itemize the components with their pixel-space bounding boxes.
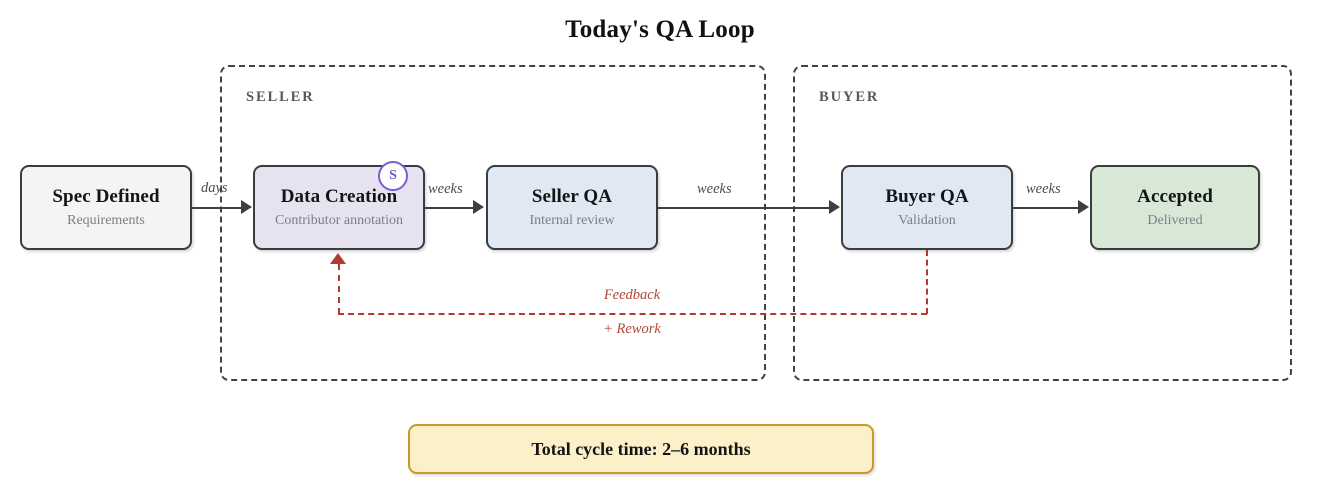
edge-sellerqa-to-buyerqa-arrow — [829, 200, 840, 214]
node-accepted-title: Accepted — [1137, 186, 1213, 208]
node-buyer-qa[interactable]: Buyer QA Validation — [841, 165, 1013, 250]
lane-seller — [220, 65, 766, 381]
feedback-horizontal — [338, 313, 927, 315]
feedback-arrow — [330, 253, 346, 264]
feedback-label-top: Feedback — [603, 287, 661, 303]
node-buyer-qa-subtitle: Validation — [898, 213, 956, 229]
edge-creation-to-sellerqa-label: weeks — [428, 181, 463, 197]
node-data-creation-title: Data Creation — [280, 186, 398, 208]
node-seller-qa-title: Seller QA — [531, 186, 613, 208]
edge-creation-to-sellerqa-arrow — [473, 200, 484, 214]
edge-spec-to-creation-label: days — [201, 180, 228, 196]
node-spec-defined-subtitle: Requirements — [67, 213, 145, 229]
edge-sellerqa-to-buyerqa-label: weeks — [697, 181, 732, 197]
node-seller-qa-subtitle: Internal review — [529, 213, 615, 229]
feedback-vertical-left — [338, 264, 340, 314]
feedback-label-bottom: + Rework — [603, 321, 661, 337]
edge-creation-to-sellerqa-line — [425, 207, 474, 209]
lane-buyer — [793, 65, 1292, 381]
edge-spec-to-creation-line — [192, 207, 242, 209]
node-spec-defined-title: Spec Defined — [52, 186, 160, 208]
node-accepted[interactable]: Accepted Delivered — [1090, 165, 1260, 250]
lane-seller-label: SELLER — [246, 89, 315, 105]
node-spec-defined[interactable]: Spec Defined Requirements — [20, 165, 192, 250]
total-cycle-time-banner: Total cycle time: 2–6 months — [408, 424, 874, 474]
edge-spec-to-creation-arrow — [241, 200, 252, 214]
edge-buyerqa-to-accepted-arrow — [1078, 200, 1089, 214]
node-data-creation[interactable]: Data Creation Contributor annotation — [253, 165, 425, 250]
node-accepted-subtitle: Delivered — [1147, 213, 1203, 229]
diagram-title: Today's QA Loop — [565, 16, 755, 43]
node-data-creation-subtitle: Contributor annotation — [275, 213, 403, 229]
feedback-vertical-right — [926, 250, 928, 314]
edge-buyerqa-to-accepted-line — [1013, 207, 1079, 209]
lane-buyer-label: BUYER — [819, 89, 880, 105]
node-buyer-qa-title: Buyer QA — [885, 186, 969, 208]
seller-badge-icon: S — [378, 161, 408, 191]
edge-buyerqa-to-accepted-label: weeks — [1026, 181, 1061, 197]
edge-sellerqa-to-buyerqa-line — [658, 207, 830, 209]
node-seller-qa[interactable]: Seller QA Internal review — [486, 165, 658, 250]
